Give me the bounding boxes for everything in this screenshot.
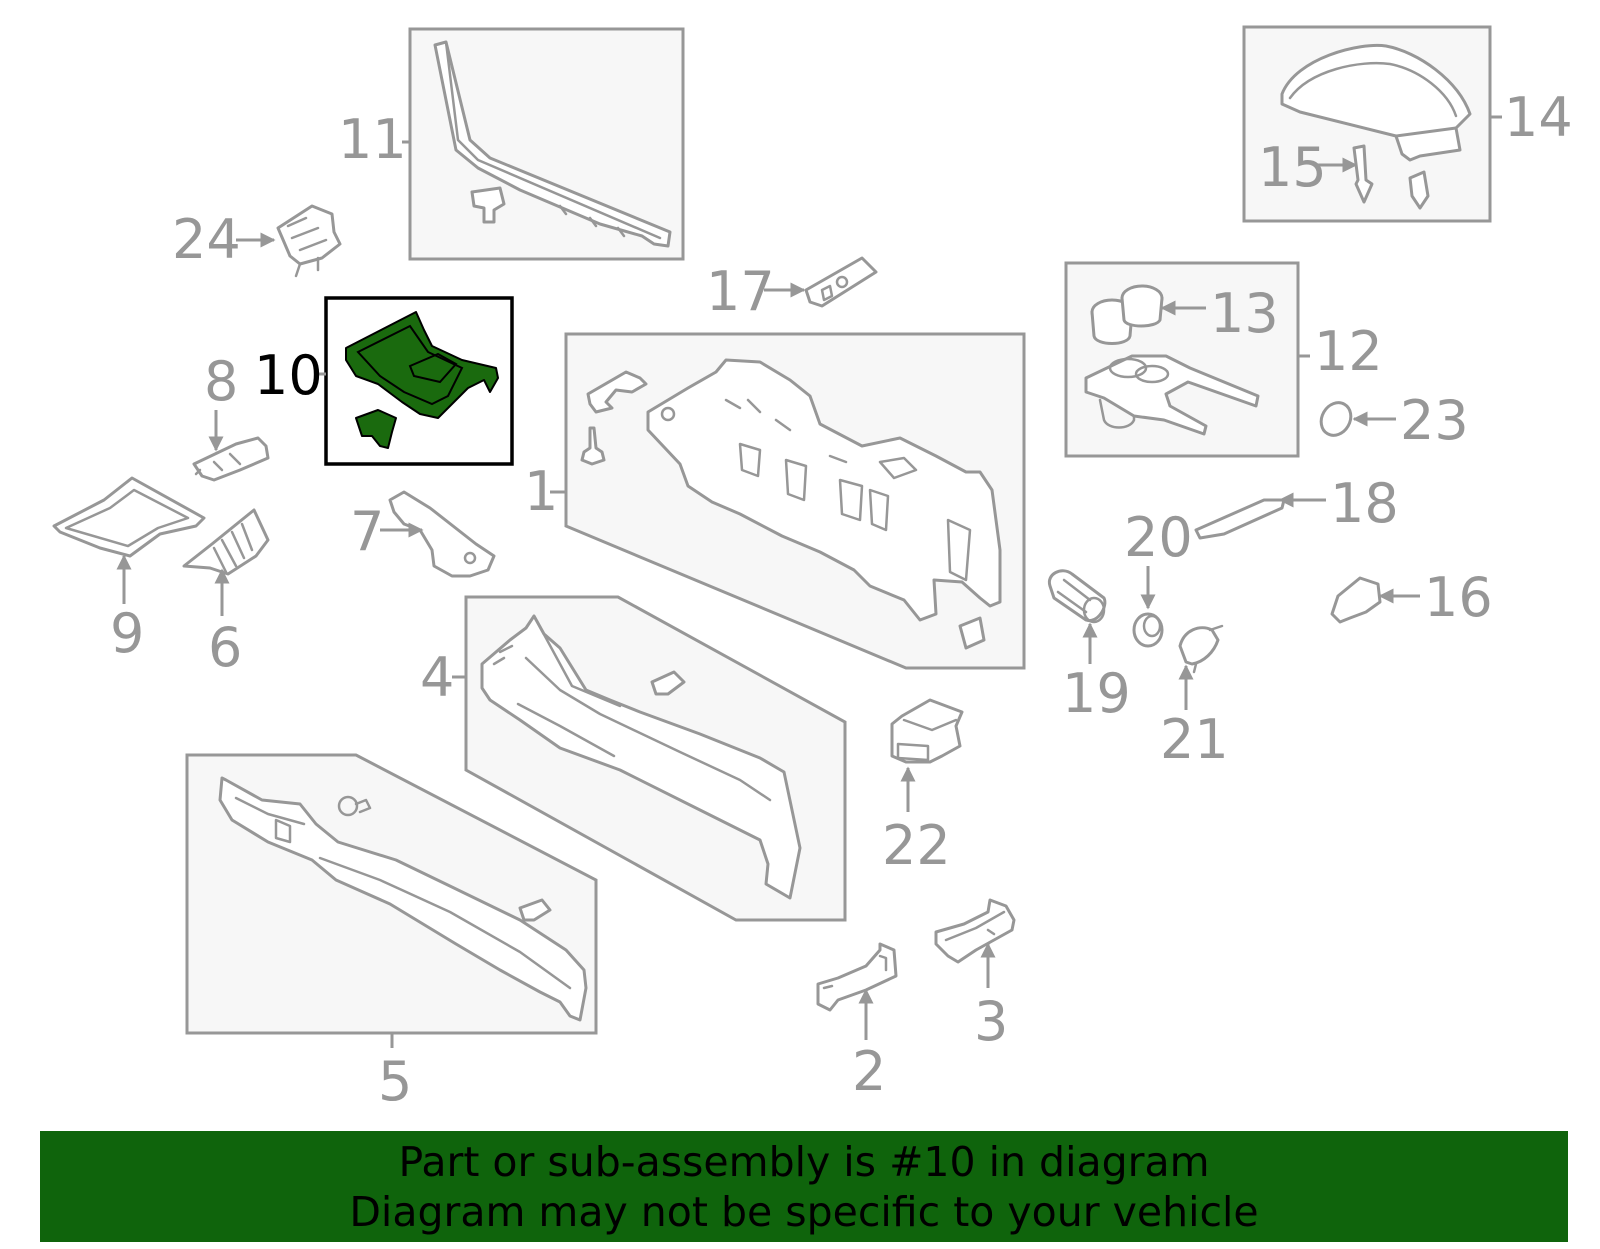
part-18 (1194, 498, 1286, 540)
callout-12: 12 (1314, 320, 1383, 383)
callout-9: 9 (110, 602, 144, 665)
part-23 (1319, 401, 1353, 437)
part-5 (218, 776, 588, 1022)
part-17 (804, 256, 878, 308)
callout-16: 16 (1424, 566, 1493, 629)
part-6 (182, 508, 270, 576)
part-10-highlighted (345, 311, 499, 449)
callout-18: 18 (1330, 472, 1399, 535)
callout-13: 13 (1210, 282, 1279, 345)
part-21 (1178, 624, 1224, 674)
part-3 (934, 898, 1016, 964)
part-7 (388, 490, 496, 578)
callout-10: 10 (254, 344, 323, 407)
part-24 (276, 204, 342, 278)
callout-3: 3 (974, 990, 1008, 1053)
callout-11: 11 (338, 108, 407, 171)
part-2 (816, 942, 898, 1012)
callout-17: 17 (706, 260, 775, 323)
callout-6: 6 (208, 616, 242, 679)
callout-8: 8 (204, 350, 238, 413)
part-22 (890, 698, 964, 764)
part-12 (1084, 354, 1260, 436)
part-11 (433, 40, 672, 248)
callout-7: 7 (350, 500, 384, 563)
callout-14: 14 (1504, 86, 1573, 149)
callout-2: 2 (852, 1040, 886, 1103)
part-13 (1090, 284, 1164, 345)
part-10-clip (355, 409, 397, 449)
info-banner: Part or sub-assembly is #10 in diagram D… (40, 1131, 1568, 1242)
part-9 (52, 476, 206, 558)
callout-21: 21 (1160, 708, 1229, 771)
part-1 (580, 358, 1002, 650)
part-19 (1047, 569, 1107, 624)
callout-24: 24 (172, 208, 241, 271)
callout-23: 23 (1400, 389, 1469, 452)
part-16 (1330, 576, 1382, 624)
banner-line-disclaimer: Diagram may not be specific to your vehi… (349, 1187, 1259, 1236)
part-14 (1280, 43, 1472, 210)
callout-15: 15 (1258, 136, 1327, 199)
callout-22: 22 (882, 814, 951, 877)
part-4 (480, 614, 802, 900)
banner-line-part: Part or sub-assembly is #10 in diagram (398, 1137, 1210, 1186)
callout-20: 20 (1124, 506, 1193, 569)
callout-1: 1 (524, 460, 558, 523)
part-20 (1132, 612, 1164, 648)
callout-5: 5 (378, 1050, 412, 1113)
callout-4: 4 (420, 646, 454, 709)
part-8 (192, 436, 270, 482)
callout-19: 19 (1062, 662, 1131, 725)
